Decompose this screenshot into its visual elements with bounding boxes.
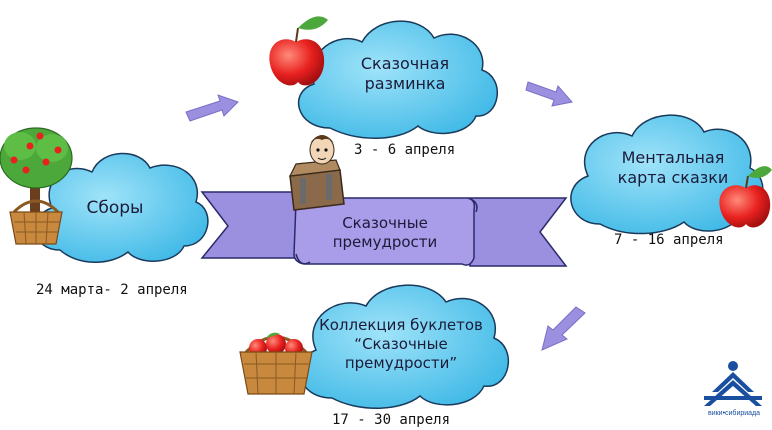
step-1-title-line-1: Сборы (86, 198, 144, 218)
banner-title-line-1: Сказочные (342, 214, 428, 232)
step-2-title: Сказочная разминка (330, 54, 480, 94)
logo-mark (704, 361, 762, 406)
step-2-dates: 3 - 6 апреля (354, 142, 456, 158)
apple-illustration-2 (719, 166, 772, 228)
cloud-step-3 (570, 114, 764, 235)
banner-ribbon (200, 191, 568, 267)
step-4-title-line-3: премудрости” (344, 353, 458, 372)
banner-title: Сказочные премудрости (300, 214, 470, 252)
tree-illustration (0, 127, 73, 212)
logo-text: вики•сибириада (707, 410, 761, 417)
step-4-title: Коллекция буклетов “Сказочные премудрост… (308, 316, 494, 372)
cloud-step-4 (299, 284, 510, 409)
step-4-dates: 17 - 30 апреля (332, 412, 451, 428)
step-3-title: Ментальная карта сказки (598, 148, 748, 188)
step-1-dates: 24 марта- 2 апреля (36, 282, 188, 298)
flow-arrow-2 (525, 81, 573, 107)
step-3-title-line-2: карта сказки (617, 168, 729, 187)
treasure-chest-illustration (288, 135, 345, 211)
banner-title-line-2: премудрости (332, 232, 438, 251)
step-2-title-line-2: разминка (364, 74, 446, 93)
cloud-step-1 (35, 152, 209, 263)
flow-arrow-1 (185, 94, 239, 122)
apple-illustration-1 (269, 16, 328, 86)
basket-illustration-2 (239, 332, 313, 395)
step-3-dates: 7 - 16 апреля (614, 232, 724, 248)
step-1-title: Сборы (60, 198, 170, 219)
step-2-title-line-1: Сказочная (360, 54, 450, 73)
flow-arrow-3 (541, 306, 586, 351)
step-4-title-line-1: Коллекция буклетов (319, 316, 483, 334)
step-3-title-line-1: Ментальная (621, 148, 725, 167)
step-4-title-line-2: “Сказочные (354, 334, 448, 353)
basket-illustration-1 (9, 199, 63, 245)
